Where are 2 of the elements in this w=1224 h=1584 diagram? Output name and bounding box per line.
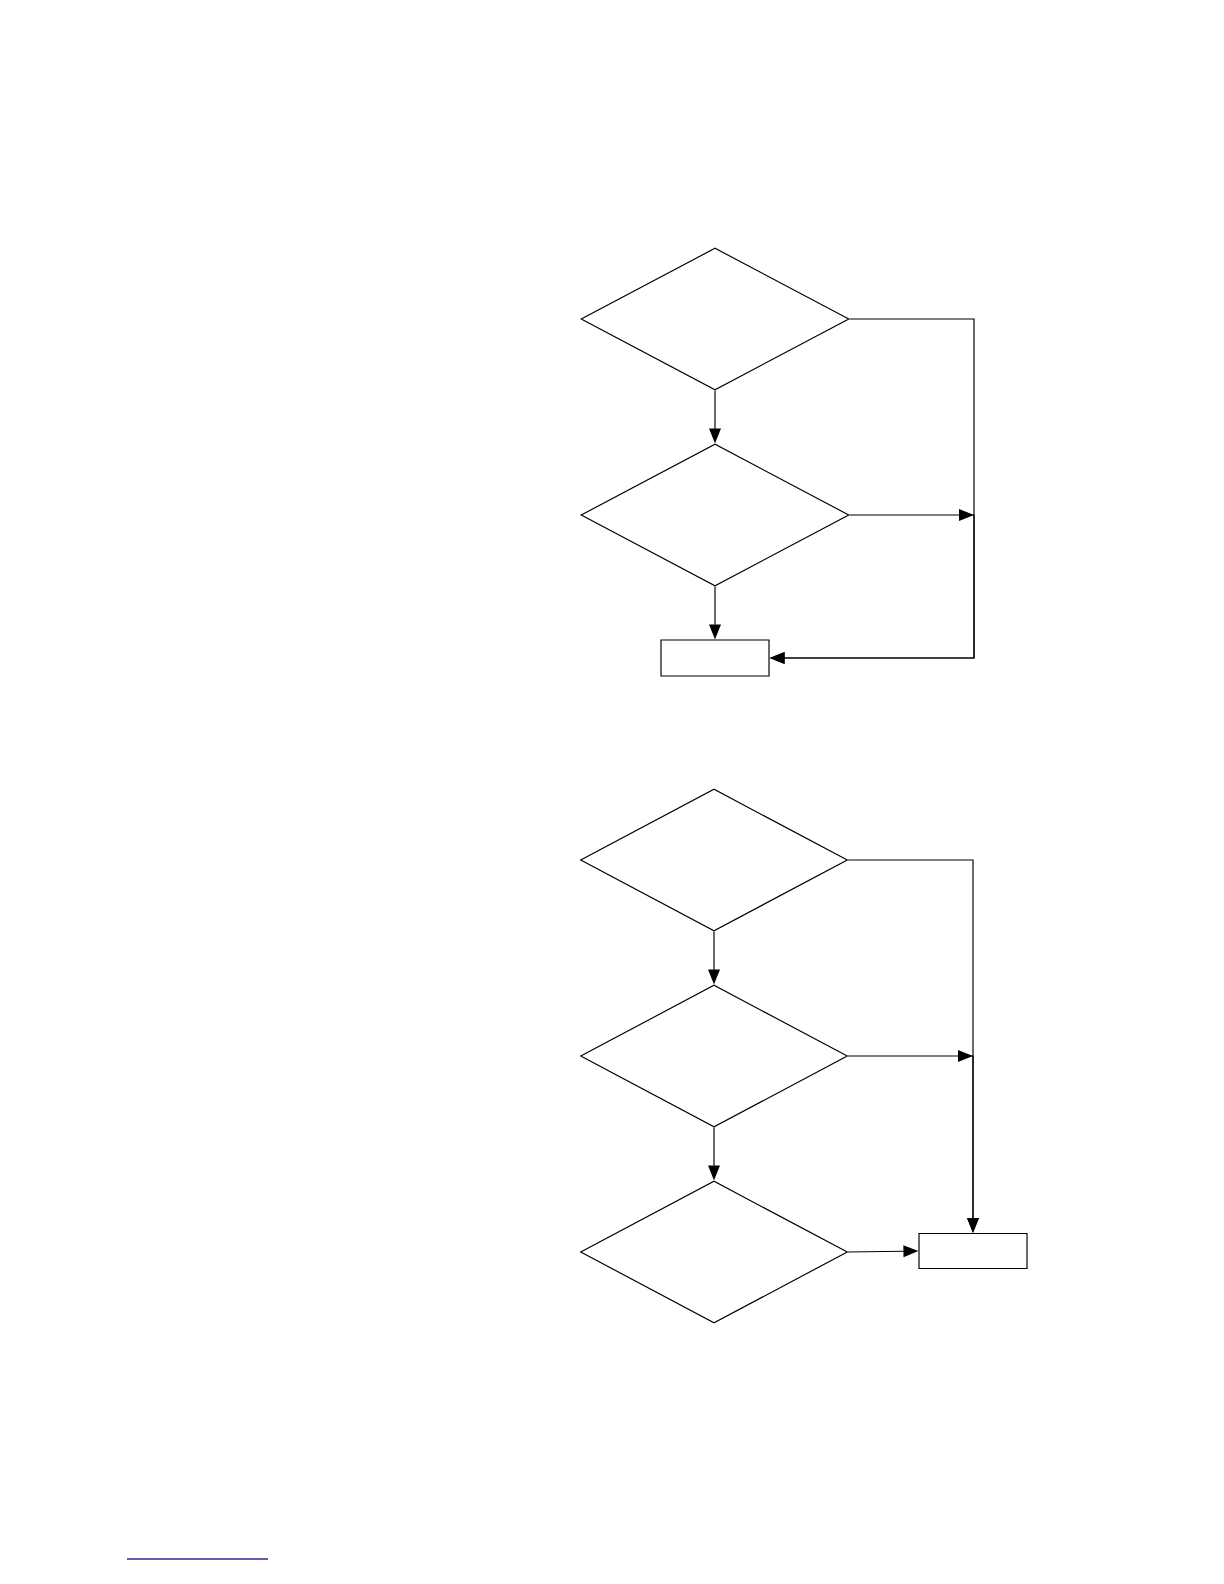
process-box <box>660 639 770 677</box>
process-box <box>918 1232 1028 1270</box>
